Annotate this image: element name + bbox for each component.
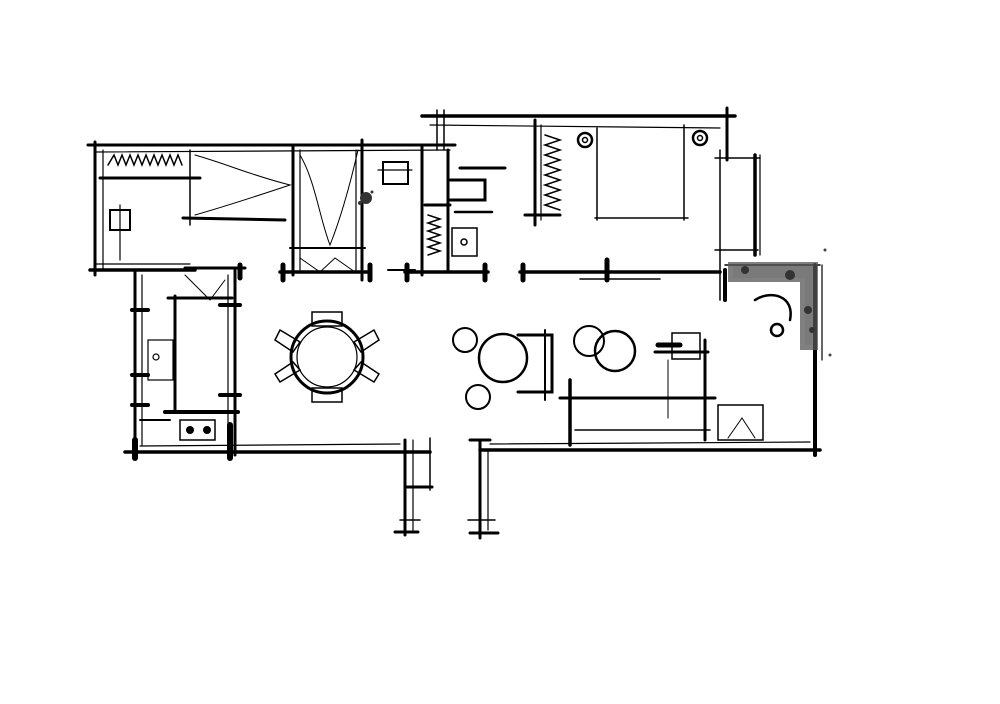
- exterior-walls: [86, 106, 823, 540]
- door-jambs: [130, 257, 683, 461]
- bathroom-center: [377, 143, 507, 277]
- bedroom-right: [523, 118, 709, 227]
- dining-table: [273, 311, 381, 403]
- bedroom-center: [289, 138, 374, 282]
- living-area-furniture: [452, 325, 637, 410]
- bathroom-left: [139, 274, 240, 441]
- kitchen-corner: [728, 248, 832, 357]
- bedroom-left: [107, 149, 292, 261]
- sofa-area: [558, 332, 764, 447]
